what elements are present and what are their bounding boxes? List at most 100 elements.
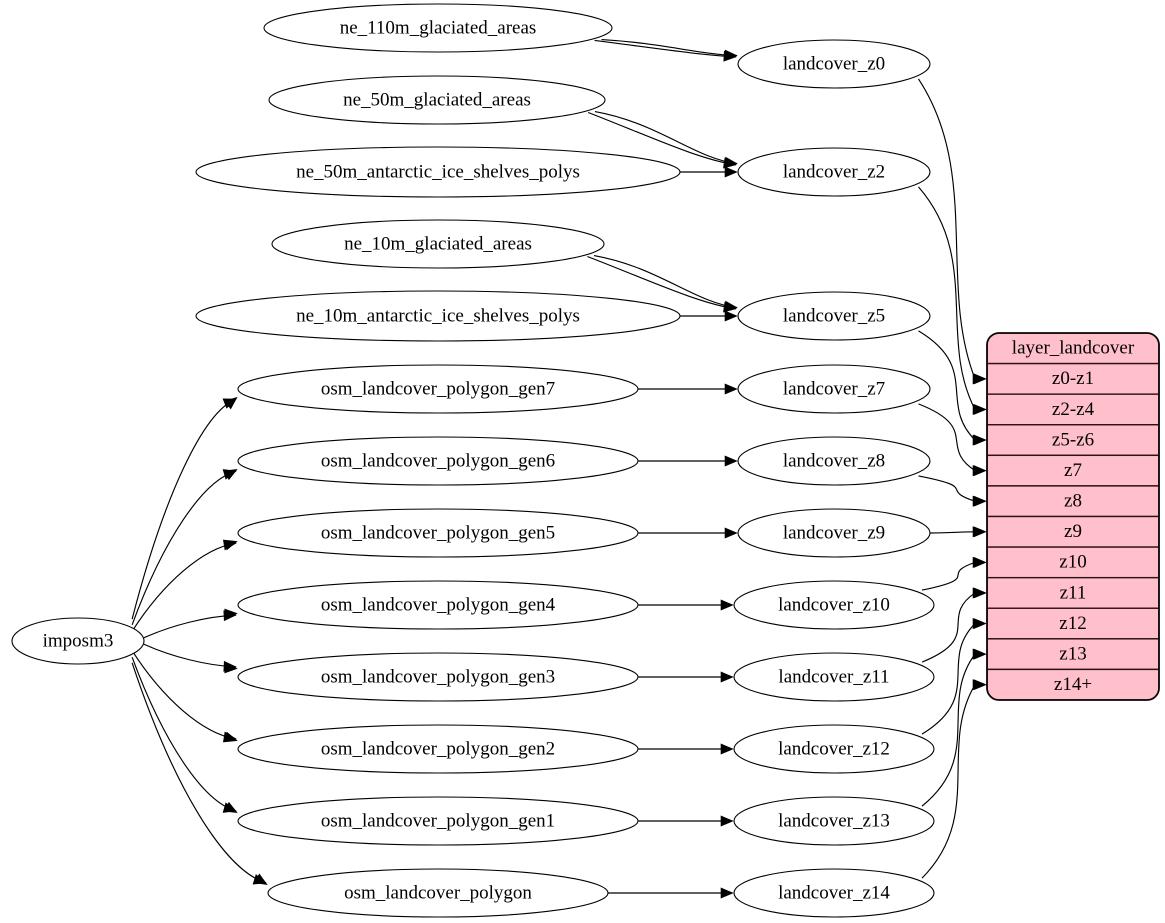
node-osm_landcover_polygon_gen4[interactable]: osm_landcover_polygon_gen4	[237, 580, 639, 630]
table-row-z12[interactable]	[987, 607, 1159, 640]
node-landcover_z12[interactable]: landcover_z12	[733, 724, 935, 774]
edge-landcover_z14-to-layer-landcover-z14-	[921, 684, 976, 879]
table-row-z10[interactable]	[987, 546, 1159, 579]
edge-arrowhead	[973, 587, 987, 599]
edge-landcover_z12-to-layer-landcover-z12	[921, 623, 976, 735]
edge-imposm3-to-osm_landcover_polygon_gen1	[131, 657, 237, 812]
edge-arrowhead	[223, 610, 237, 622]
node-shape	[263, 3, 613, 53]
node-label: landcover_z7	[783, 378, 885, 399]
node-ne_10m_antarctic_ice_shelves_polys[interactable]: ne_10m_antarctic_ice_shelves_polys	[195, 290, 681, 342]
node-ne_10m_glaciated_areas[interactable]: ne_10m_glaciated_areas	[271, 219, 605, 269]
node-shape	[237, 580, 639, 630]
table-row-z7[interactable]	[987, 454, 1159, 487]
edge-arrowhead	[723, 50, 737, 62]
edge-ne_110m_glaciated_areas-to-landcover_z0	[594, 39, 737, 58]
node-ne_50m_glaciated_areas[interactable]: ne_50m_glaciated_areas	[268, 75, 606, 125]
node-shape	[733, 868, 935, 918]
table-row-z14-[interactable]	[987, 668, 1159, 700]
node-osm_landcover_polygon_gen5[interactable]: osm_landcover_polygon_gen5	[237, 508, 639, 558]
edge-imposm3-to-osm_landcover_polygon_gen6	[131, 470, 237, 625]
edge-arrowhead	[724, 527, 738, 539]
node-shape	[268, 75, 606, 125]
node-landcover_z5[interactable]: landcover_z5	[737, 291, 931, 341]
table-row-z8[interactable]	[987, 485, 1159, 518]
edge-arrowhead	[222, 802, 237, 813]
node-label: landcover_z2	[783, 161, 885, 182]
node-imposm3[interactable]: imposm3	[11, 617, 145, 665]
edge-imposm3-to-osm_landcover_polygon_gen4	[143, 614, 237, 639]
edge-arrowhead	[723, 301, 737, 313]
node-shape	[737, 364, 931, 414]
nodes-layer: imposm3 ne_110m_glaciated_areas ne_50m_gla…	[11, 3, 935, 918]
node-landcover_z11[interactable]: landcover_z11	[733, 652, 935, 702]
edge-arrowhead	[720, 599, 734, 611]
node-label: landcover_z12	[778, 738, 890, 759]
edge-landcover_z7-to-layer-landcover-z7	[918, 403, 976, 472]
edge-landcover_z10-to-layer-landcover-z10	[921, 561, 976, 591]
table-cell-label-z0-z1: z0-z1	[1052, 368, 1094, 389]
node-label: ne_10m_antarctic_ice_shelves_polys	[296, 305, 580, 326]
node-landcover_z9[interactable]: landcover_z9	[737, 508, 931, 558]
edge-arrowhead	[720, 887, 734, 899]
table-header-label: layer_landcover	[1012, 338, 1135, 359]
edge-arrowhead	[720, 815, 734, 827]
node-shape	[237, 652, 639, 702]
node-label: osm_landcover_polygon_gen2	[321, 738, 555, 759]
table-cell-label-z7: z7	[1064, 460, 1082, 481]
table-cell-label-z5-z6: z5-z6	[1052, 429, 1094, 450]
edge-arrowhead	[724, 383, 738, 395]
edge-imposm3-to-osm_landcover_polygon_gen3	[143, 643, 237, 668]
node-shape	[237, 364, 639, 414]
node-ne_110m_glaciated_areas[interactable]: ne_110m_glaciated_areas	[263, 3, 613, 53]
node-label: imposm3	[43, 630, 114, 651]
node-shape	[737, 147, 931, 197]
table-row-z5-z6[interactable]	[987, 424, 1159, 457]
edge-landcover_z11-to-layer-landcover-z11	[921, 592, 976, 663]
node-landcover_z0[interactable]: landcover_z0	[737, 39, 931, 89]
node-shape	[737, 291, 931, 341]
node-osm_landcover_polygon_gen2[interactable]: osm_landcover_polygon_gen2	[237, 724, 639, 774]
edge-arrowhead	[973, 618, 987, 629]
node-shape	[737, 508, 931, 558]
edge-imposm3-to-osm_landcover_polygon	[131, 662, 267, 884]
edge-arrowhead	[222, 469, 237, 480]
edge-arrowhead	[720, 743, 734, 755]
node-landcover_z14[interactable]: landcover_z14	[733, 868, 935, 918]
node-label: landcover_z5	[783, 305, 885, 326]
node-landcover_z10[interactable]: landcover_z10	[733, 580, 935, 630]
edge-landcover_z5-to-layer-landcover-z5-z6	[918, 330, 976, 441]
table-row-z9[interactable]	[987, 515, 1159, 548]
edge-arrowhead	[973, 679, 987, 691]
table-row-z13[interactable]	[987, 638, 1159, 671]
table-cell-label-z9: z9	[1064, 521, 1082, 542]
node-osm_landcover_polygon_gen3[interactable]: osm_landcover_polygon_gen3	[237, 652, 639, 702]
node-shape	[237, 724, 639, 774]
edge-arrowhead	[720, 671, 734, 683]
node-landcover_z8[interactable]: landcover_z8	[737, 436, 931, 486]
table-cell-label-z14-: z14+	[1054, 674, 1092, 695]
node-osm_landcover_polygon_gen6[interactable]: osm_landcover_polygon_gen6	[237, 436, 639, 486]
edge-ne_50m_glaciated_areas-to-landcover-z2	[594, 110, 738, 165]
layer-landcover-table[interactable]: layer_landcoverz0-z1z2-z4z5-z6z7z8z9z10z…	[986, 332, 1160, 701]
node-label: landcover_z10	[778, 594, 890, 615]
node-shape	[737, 39, 931, 89]
edge-arrowhead	[973, 648, 987, 660]
node-landcover_z2[interactable]: landcover_z2	[737, 147, 931, 197]
node-osm_landcover_polygon[interactable]: osm_landcover_polygon	[267, 868, 609, 918]
node-label: landcover_z11	[778, 666, 889, 687]
node-landcover_z13[interactable]: landcover_z13	[733, 796, 935, 846]
edge-arrowhead	[222, 398, 237, 409]
node-osm_landcover_polygon_gen1[interactable]: osm_landcover_polygon_gen1	[237, 796, 639, 846]
edge-landcover_z8-to-layer-landcover-z8	[918, 475, 976, 502]
node-ne_50m_antarctic_ice_shelves_polys[interactable]: ne_50m_antarctic_ice_shelves_polys	[195, 146, 681, 198]
node-osm_landcover_polygon_gen7[interactable]: osm_landcover_polygon_gen7	[237, 364, 639, 414]
table-row-z2-z4[interactable]	[987, 393, 1159, 426]
node-shape	[733, 724, 935, 774]
edge-arrowhead	[724, 455, 738, 467]
node-label: landcover_z13	[778, 810, 890, 831]
table-cell-label-z2-z4: z2-z4	[1052, 399, 1095, 420]
node-landcover_z7[interactable]: landcover_z7	[737, 364, 931, 414]
